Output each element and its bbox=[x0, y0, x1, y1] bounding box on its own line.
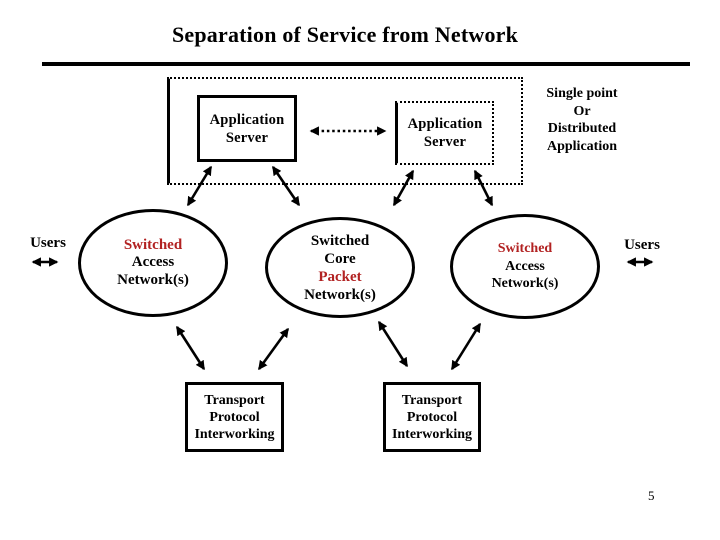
app-server-left-line1: Application bbox=[209, 111, 285, 128]
core-line4: Network(s) bbox=[304, 286, 376, 303]
core-line1: Switched bbox=[310, 232, 370, 249]
transport-interworking-box-right: Transport Protocol Interworking bbox=[383, 382, 481, 452]
users-label-right: Users bbox=[624, 237, 660, 253]
core-line3: Packet bbox=[318, 268, 362, 285]
transport-right-line3: Interworking bbox=[391, 426, 473, 442]
slide-title: Separation of Service from Network bbox=[171, 22, 519, 47]
transport-right-line2: Protocol bbox=[406, 409, 458, 425]
annotation-line1: Single point bbox=[546, 86, 618, 101]
app-server-right-line1: Application bbox=[407, 116, 483, 132]
arrow-access-right-to-interworking-right bbox=[450, 322, 482, 371]
switched-access-network-left-ellipse: Switched Access Network(s) bbox=[78, 209, 228, 317]
users-label-left: Users bbox=[30, 235, 66, 251]
application-server-box-left: Application Server bbox=[197, 95, 297, 162]
access-left-line2: Access bbox=[131, 254, 175, 271]
transport-left-line1: Transport bbox=[204, 392, 265, 408]
arrow-appright-to-access-right bbox=[473, 169, 494, 207]
switched-core-packet-network-ellipse: Switched Core Packet Network(s) bbox=[265, 217, 415, 318]
switched-access-network-right-ellipse: Switched Access Network(s) bbox=[450, 214, 600, 319]
core-line2: Core bbox=[324, 250, 356, 267]
arrow-core-to-interworking-right bbox=[377, 320, 409, 368]
access-right-line2: Access bbox=[505, 258, 545, 274]
transport-left-line3: Interworking bbox=[194, 426, 275, 442]
single-point-annotation: Single point Or Distributed Application bbox=[532, 85, 632, 155]
arrow-core-to-interworking-left bbox=[257, 327, 290, 371]
transport-left-line2: Protocol bbox=[209, 409, 260, 425]
app-server-left-line2: Server bbox=[225, 129, 269, 146]
application-server-box-right: Application Server bbox=[395, 101, 494, 165]
access-left-line3: Network(s) bbox=[117, 271, 189, 288]
transport-interworking-box-left: Transport Protocol Interworking bbox=[185, 382, 284, 452]
annotation-line3: Distributed bbox=[547, 121, 617, 136]
annotation-line2: Or bbox=[573, 103, 591, 119]
arrow-appleft-to-access-left bbox=[186, 165, 213, 207]
annotation-line4: Application bbox=[546, 138, 617, 154]
arrow-access-left-to-interworking-left bbox=[175, 325, 206, 371]
access-left-line1: Switched bbox=[123, 236, 183, 253]
access-right-line1: Switched bbox=[497, 241, 553, 257]
arrow-appleft-to-core bbox=[271, 165, 301, 207]
title-underline-rule bbox=[42, 62, 690, 66]
access-right-line3: Network(s) bbox=[491, 276, 559, 292]
distributed-application-frame bbox=[167, 77, 523, 185]
arrow-appright-to-core bbox=[392, 169, 415, 207]
page-number: 5 bbox=[648, 488, 655, 503]
app-server-right-line2: Server bbox=[423, 134, 467, 150]
transport-right-line1: Transport bbox=[401, 392, 463, 408]
